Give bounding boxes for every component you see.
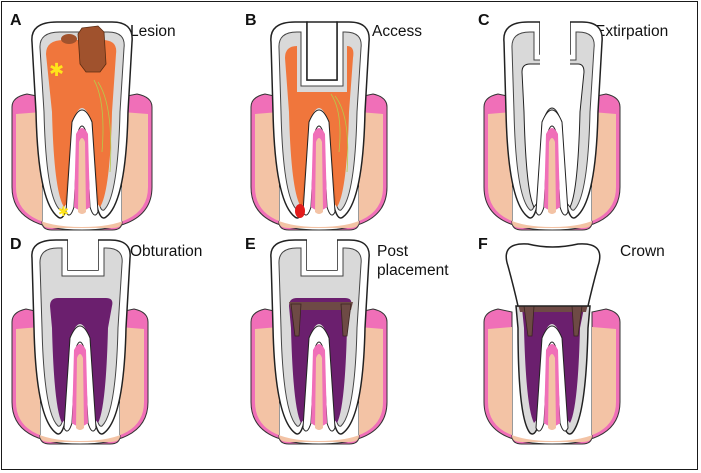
panel-letter: B xyxy=(245,12,257,29)
panel-caption: Extirpation xyxy=(595,22,668,41)
bone-tissue xyxy=(488,327,616,442)
inner-bone xyxy=(78,138,86,214)
post-core xyxy=(289,302,353,310)
root-filling xyxy=(289,298,352,423)
empty-pulp-chamber xyxy=(521,63,585,208)
panel-b-access: B Access xyxy=(237,2,470,236)
panel-caption: Obturation xyxy=(130,242,202,261)
panel-caption: Access xyxy=(372,22,422,41)
access-cavity xyxy=(306,21,338,81)
panel-letter: A xyxy=(10,12,22,29)
panel-f-crown: F Crown xyxy=(470,236,701,470)
panel-e-post-placement: E Post placement xyxy=(237,236,470,470)
caption-line: Lesion xyxy=(130,23,176,40)
caption-line: Crown xyxy=(620,243,665,260)
apical-star-icon: ✱ xyxy=(58,205,69,220)
nerve-lines xyxy=(330,93,349,173)
post-right xyxy=(340,303,352,337)
panel-c-extirpation: C Extirpation xyxy=(470,2,701,236)
tooth-post-placement-illustration xyxy=(250,238,388,445)
caption-line: placement xyxy=(377,262,449,279)
access-cavity xyxy=(68,238,98,270)
apical-abscess xyxy=(295,204,305,218)
root-filling xyxy=(522,308,584,423)
panel-letter: E xyxy=(245,236,256,253)
panel-a-lesion: A Lesion ✱ ✱ xyxy=(2,2,235,236)
panel-caption: Post placement xyxy=(377,242,449,280)
access-cavity xyxy=(307,238,337,270)
root-filling xyxy=(50,298,113,423)
infected-pulp xyxy=(285,46,354,207)
tooth-access-illustration xyxy=(250,21,388,231)
tooth-obturation-illustration xyxy=(11,238,149,445)
caption-line: Extirpation xyxy=(595,23,669,40)
nerve-lines xyxy=(93,79,112,173)
bone-tissue xyxy=(16,112,148,228)
post-left xyxy=(290,303,302,337)
panel-d-obturation: D Obturation xyxy=(2,236,235,470)
panel-letter: C xyxy=(478,12,490,29)
panel-letter: D xyxy=(10,236,22,253)
inner-bone xyxy=(315,138,323,214)
panel-caption: Lesion xyxy=(130,22,176,41)
dental-crown xyxy=(505,243,601,307)
inner-bone xyxy=(548,354,556,430)
bone-tissue xyxy=(16,327,144,442)
infected-pulp xyxy=(46,40,117,207)
caries-lesion-small xyxy=(61,34,77,44)
panel-letter: F xyxy=(478,236,488,253)
bone-tissue xyxy=(255,327,383,442)
bone-tissue xyxy=(488,112,616,228)
inner-bone xyxy=(76,354,84,430)
caries-lesion xyxy=(77,25,107,73)
inner-bone xyxy=(548,138,556,214)
infection-star-icon: ✱ xyxy=(49,60,64,81)
access-cavity xyxy=(540,20,570,66)
inner-bone xyxy=(315,354,323,430)
caption-line: Post xyxy=(377,243,409,260)
panel-caption: Crown xyxy=(620,242,665,261)
bone-tissue xyxy=(255,112,383,228)
tooth-lesion-illustration: ✱ ✱ xyxy=(11,21,153,231)
tooth-extirpation-illustration xyxy=(483,20,621,231)
tooth-crown-illustration xyxy=(483,243,621,445)
caption-line: Access xyxy=(372,23,422,40)
caption-line: Obturation xyxy=(130,243,203,260)
